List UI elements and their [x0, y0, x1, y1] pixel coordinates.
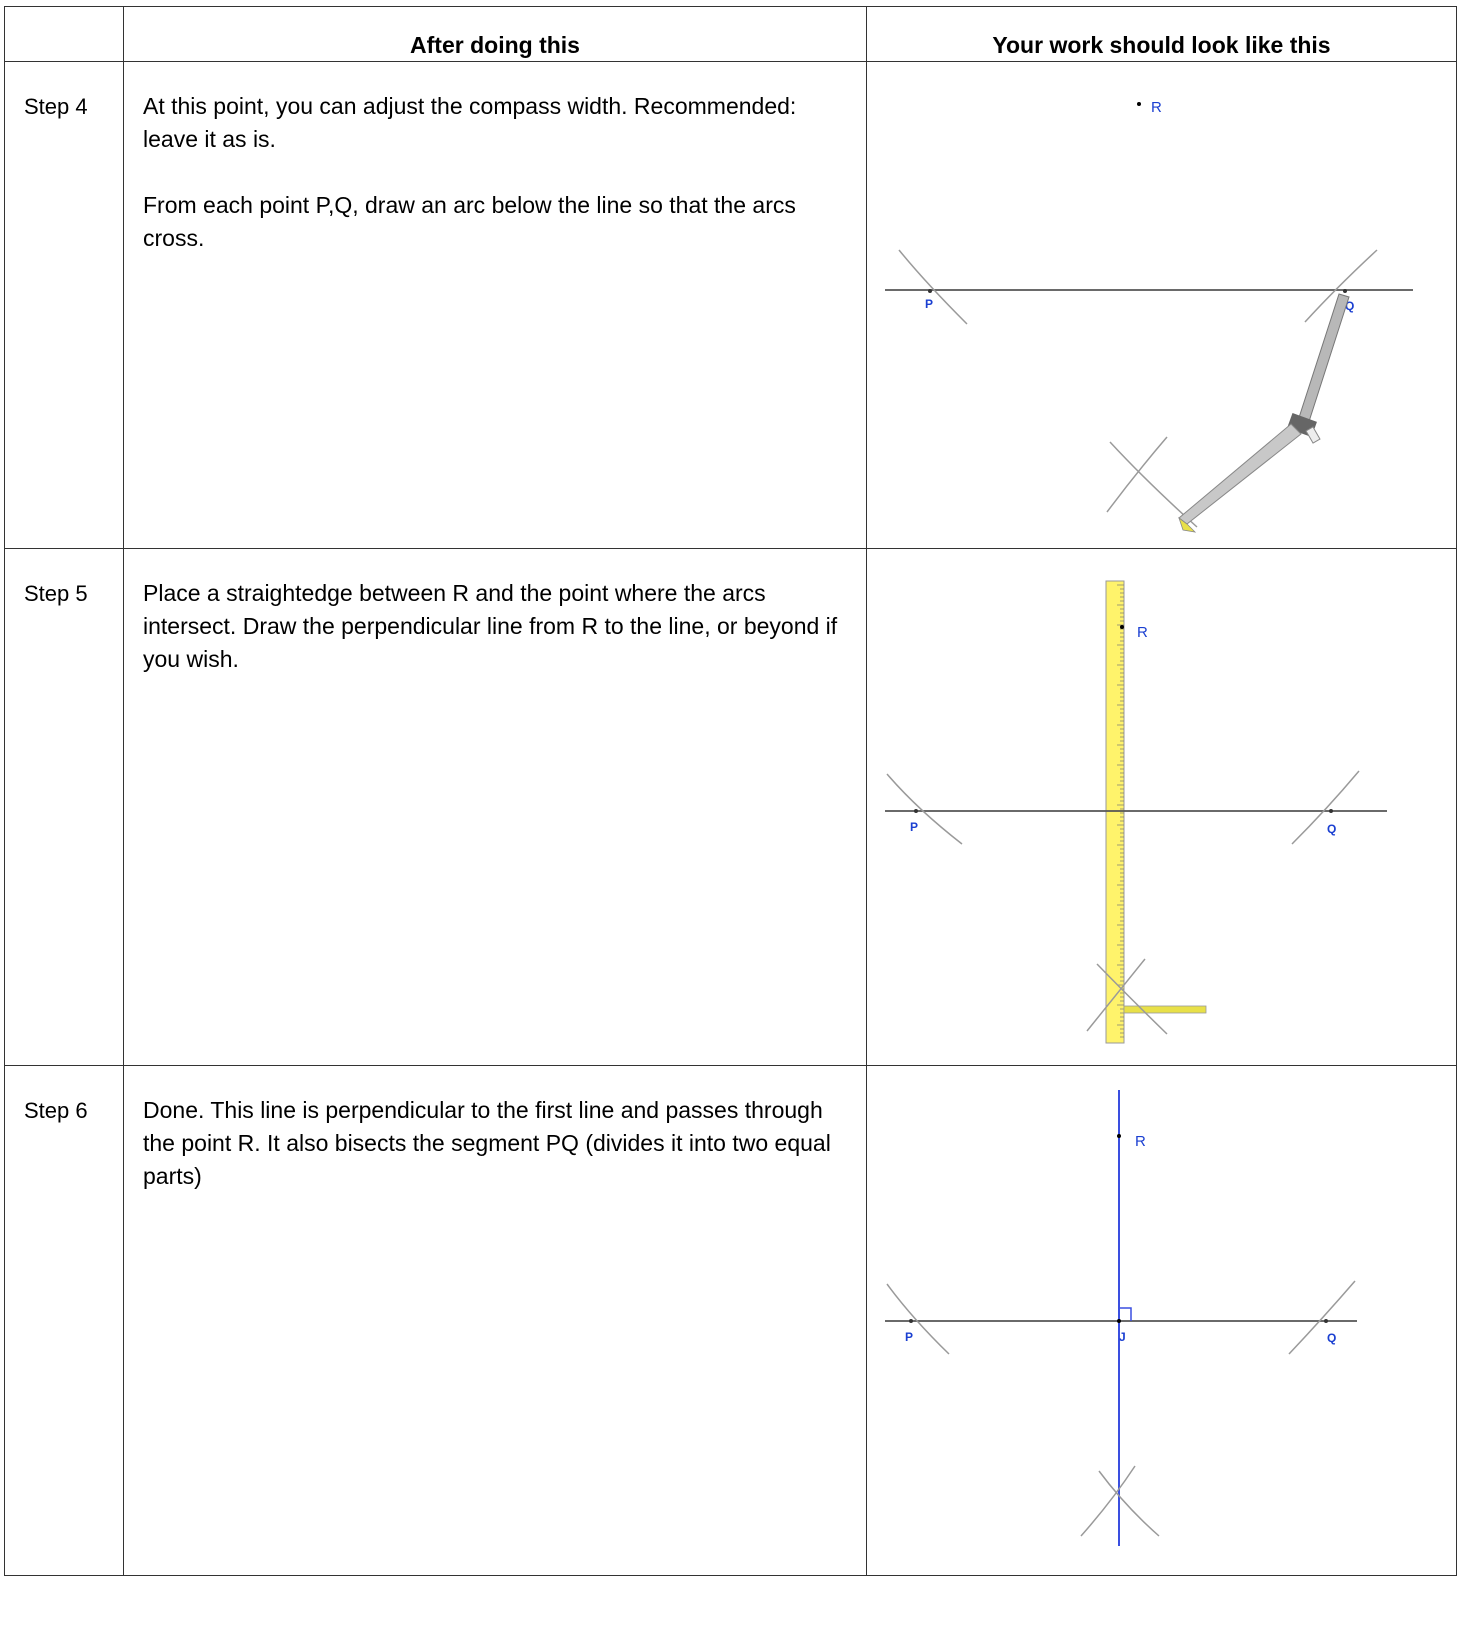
step-row-4: Step 4 At this point, you can adjust the… [4, 61, 1457, 549]
steps-table: After doing this Your work should look l… [4, 6, 1457, 1576]
arc-lower-2 [1096, 963, 1168, 1035]
step-label: Step 5 [4, 548, 124, 1066]
arc-q [1291, 770, 1360, 845]
label-r: R [1135, 1133, 1146, 1150]
straightedge-icon [1105, 580, 1207, 1044]
point-q [1324, 1319, 1328, 1323]
step-label: Step 4 [4, 61, 124, 549]
instruction-paragraph: Done. This line is perpendicular to the … [143, 1097, 831, 1189]
step-row-5: Step 5 Place a straightedge between R an… [4, 548, 1457, 1066]
construction-diagram-step4: R P Q [885, 99, 1413, 533]
arc-p [886, 773, 963, 845]
header-blank [4, 6, 124, 62]
label-r: R [1137, 624, 1148, 641]
arc-p [898, 249, 968, 325]
arc-q [1288, 1280, 1356, 1355]
point-q [1343, 289, 1347, 293]
point-p [928, 289, 932, 293]
arc-q [1304, 249, 1378, 323]
label-q: Q [1327, 1331, 1336, 1345]
label-j: J [1119, 1330, 1126, 1344]
right-angle-mark [1119, 1307, 1132, 1321]
point-j [1117, 1319, 1121, 1323]
label-q: Q [1345, 299, 1354, 313]
point-r [1117, 1134, 1121, 1138]
construction-diagram-step5: R P Q [885, 580, 1387, 1044]
arc-p [886, 1283, 950, 1355]
header-your-work: Your work should look like this [866, 6, 1457, 62]
header-after-doing-this: After doing this [123, 6, 867, 62]
step-row-6: Step 6 Done. This line is perpendicular … [4, 1065, 1457, 1576]
label-p: P [905, 1330, 913, 1344]
arc-lower-1 [1106, 436, 1168, 513]
compass-icon [1178, 293, 1350, 533]
arc-lower-1 [1086, 958, 1146, 1032]
point-r [1137, 102, 1141, 106]
label-q: Q [1327, 822, 1336, 836]
point-p [909, 1319, 913, 1323]
instruction-paragraph: From each point P,Q, draw an arc below t… [143, 192, 796, 251]
step-figure: R P Q [866, 61, 1457, 549]
instruction-paragraph: Place a straightedge between R and the p… [143, 580, 838, 672]
arc-lower-1 [1080, 1465, 1136, 1537]
label-r: R [1151, 99, 1162, 116]
point-p [914, 809, 918, 813]
arc-lower-2 [1098, 1470, 1160, 1537]
construction-diagram-step6: R J P Q [885, 1090, 1357, 1546]
point-q [1329, 809, 1333, 813]
label-p: P [910, 820, 918, 834]
step-instructions: Done. This line is perpendicular to the … [123, 1065, 867, 1576]
step-instructions: At this point, you can adjust the compas… [123, 61, 867, 549]
label-p: P [925, 297, 933, 311]
step-instructions: Place a straightedge between R and the p… [123, 548, 867, 1066]
step-label: Step 6 [4, 1065, 124, 1576]
header-row: After doing this Your work should look l… [4, 6, 1457, 62]
instruction-paragraph: At this point, you can adjust the compas… [143, 93, 797, 152]
step-figure: R P Q [866, 548, 1457, 1066]
step-figure: R J P Q [866, 1065, 1457, 1576]
point-r [1120, 625, 1124, 629]
